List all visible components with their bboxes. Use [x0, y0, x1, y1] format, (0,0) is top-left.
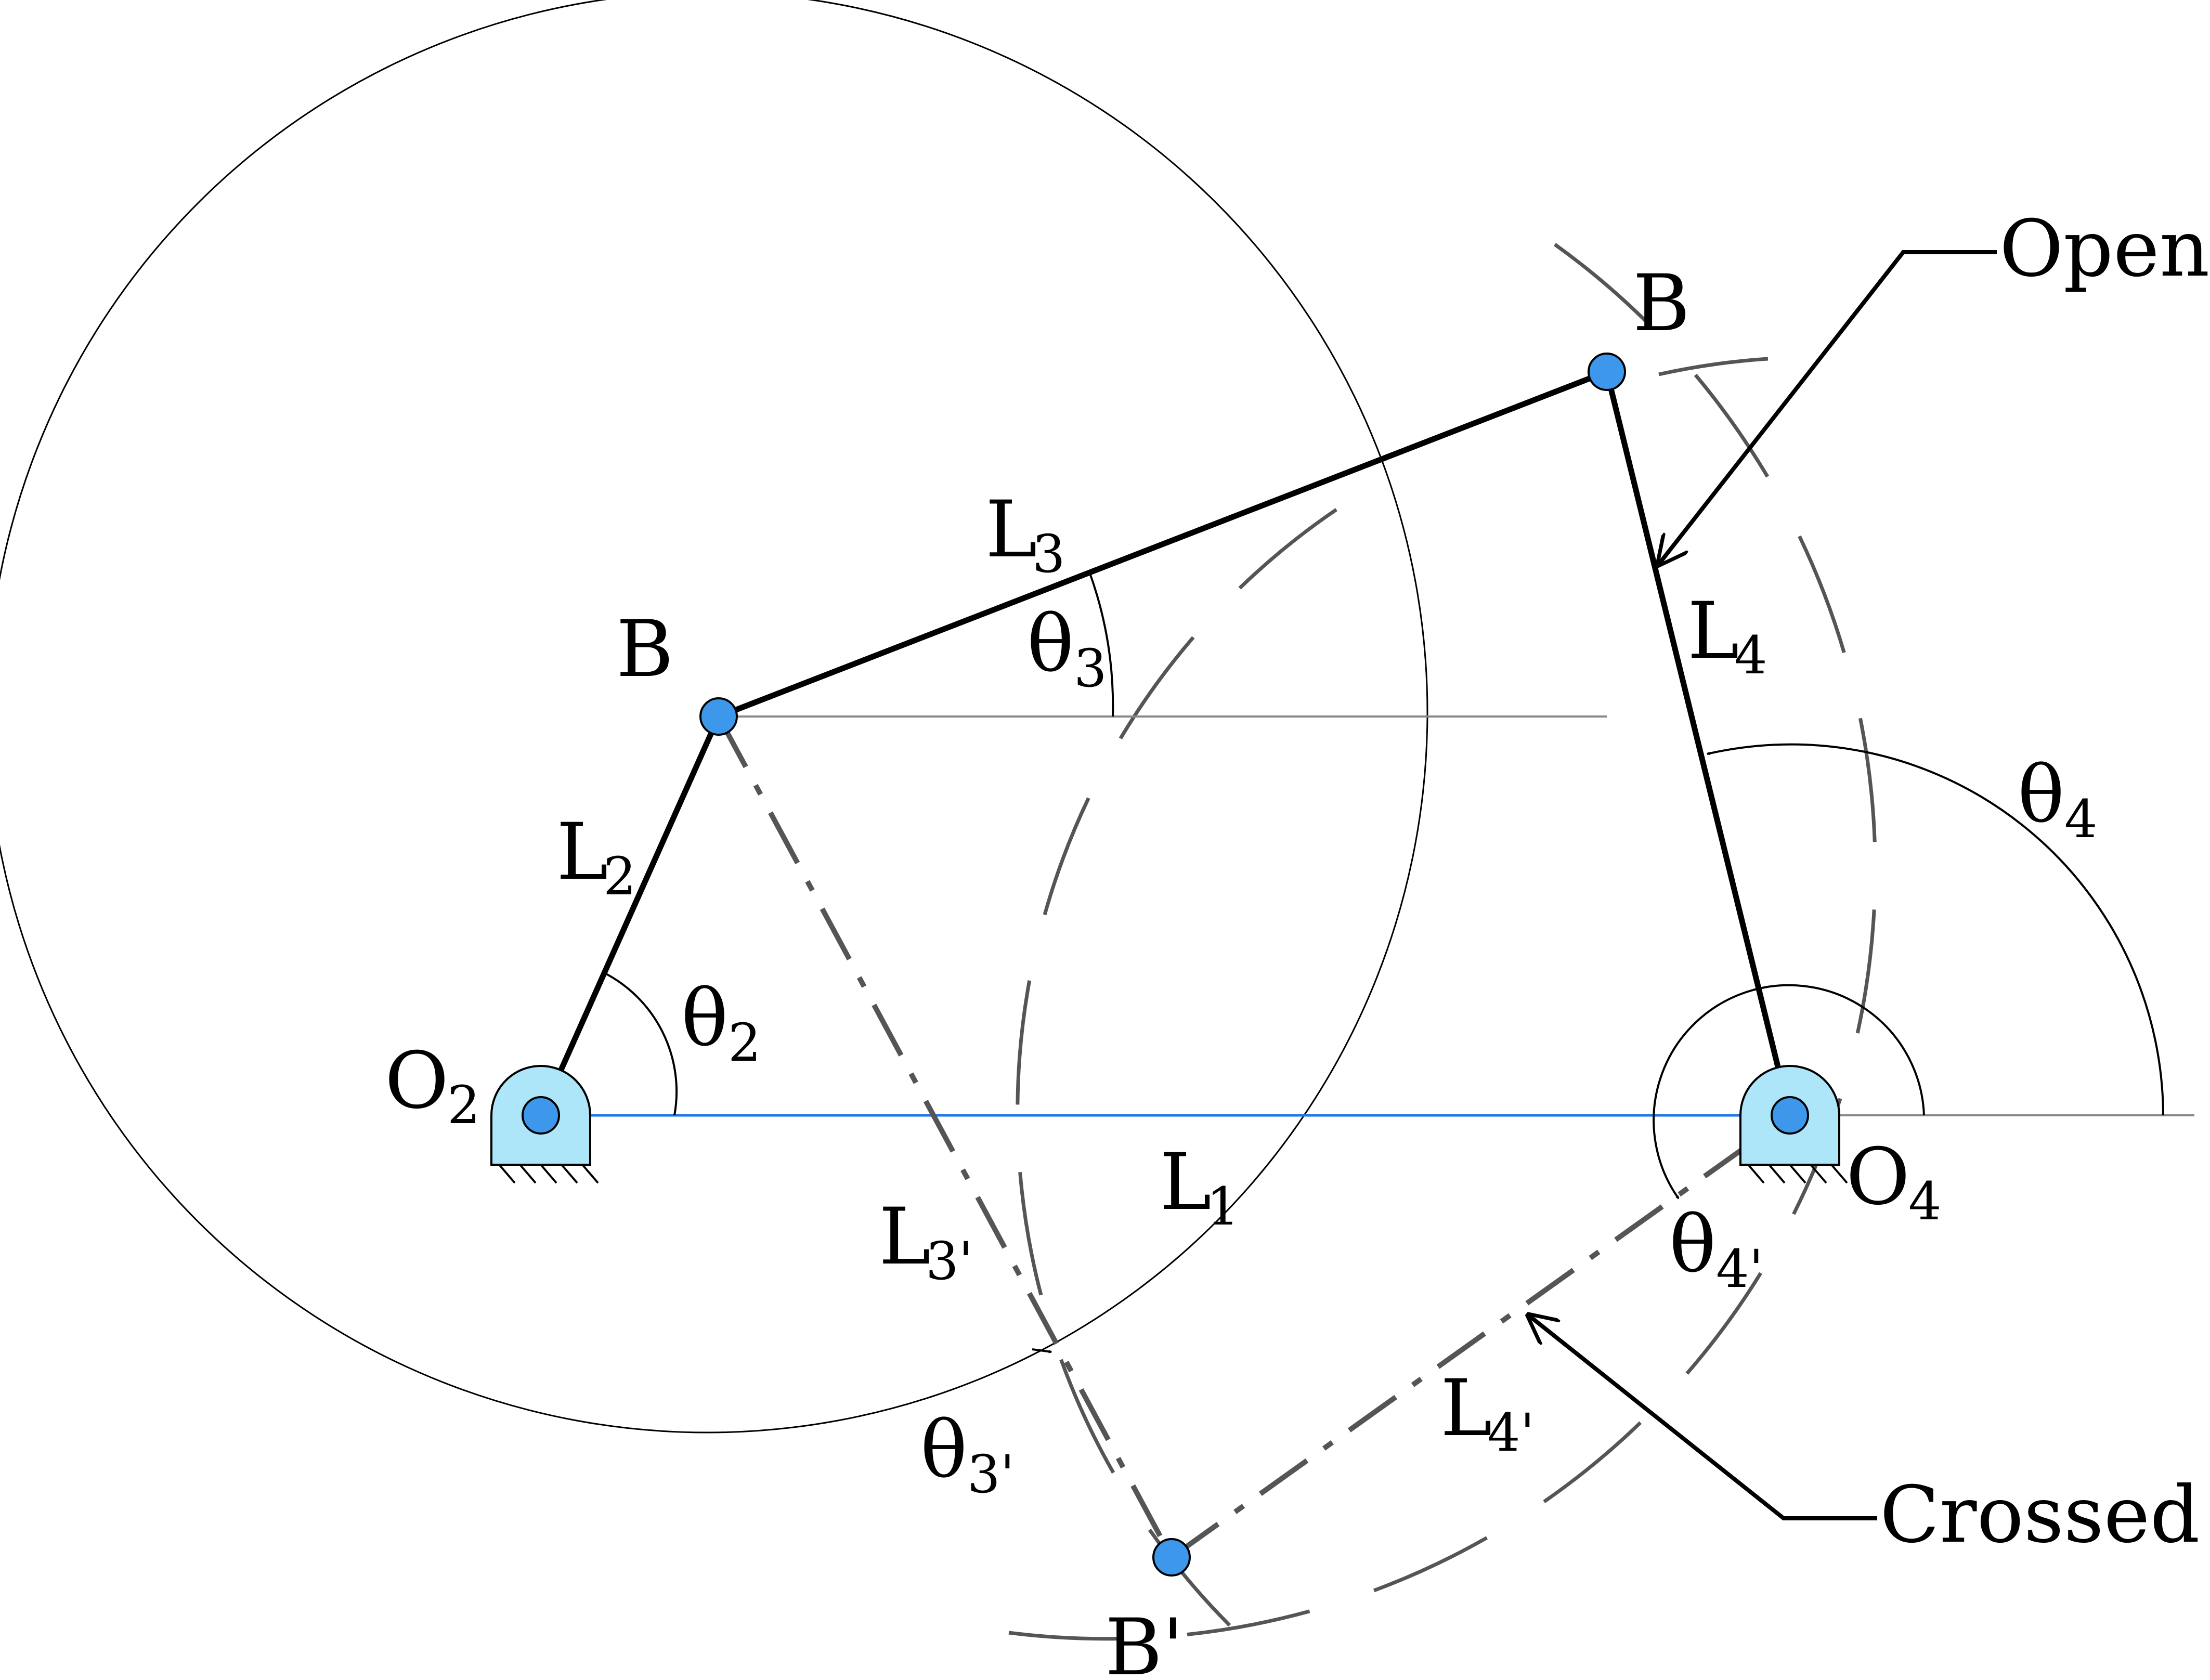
link-l3-coupler — [718, 369, 1608, 720]
svg-text:2: 2 — [728, 1012, 761, 1073]
svg-text:2: 2 — [447, 1075, 480, 1136]
coupler-locus-circle — [0, 0, 1428, 1434]
label-l2: L 2 — [556, 807, 636, 907]
joint-o4 — [1771, 1096, 1809, 1135]
svg-text:θ: θ — [681, 973, 728, 1064]
svg-text:O: O — [385, 1036, 449, 1126]
label-b-mid: B — [616, 604, 673, 695]
callout-crossed-label: Crossed — [1880, 1470, 2200, 1560]
label-theta4-prime: θ 4' — [1669, 1200, 1763, 1299]
label-o4: O 4 — [1846, 1132, 1942, 1232]
label-theta3: θ 3 — [1027, 599, 1107, 699]
angle-arc-theta4 — [1707, 743, 2164, 1116]
svg-text:L: L — [1687, 586, 1739, 676]
link-l4-rocker — [1604, 371, 1793, 1116]
label-l3-prime: L 3' — [879, 1192, 973, 1292]
link-l3-prime-crossed — [716, 715, 1174, 1559]
svg-text:3: 3 — [1032, 524, 1065, 584]
svg-text:L: L — [879, 1192, 931, 1282]
label-l4: L 4 — [1687, 586, 1767, 686]
label-o2: O 2 — [385, 1036, 480, 1136]
svg-text:θ: θ — [2018, 750, 2064, 840]
angle-arc-theta2 — [603, 971, 678, 1116]
svg-text:θ: θ — [1669, 1200, 1716, 1290]
label-b-top: B — [1633, 258, 1690, 349]
svg-text:θ: θ — [920, 1405, 967, 1495]
callout-leader-open — [1659, 250, 1997, 564]
joint-b-mid — [699, 697, 738, 736]
label-l4-prime: L 4' — [1440, 1363, 1535, 1463]
svg-text:O: O — [1846, 1132, 1910, 1222]
label-b-prime: B' — [1105, 1603, 1184, 1680]
svg-text:4': 4' — [1716, 1239, 1763, 1299]
label-theta4: θ 4 — [2018, 750, 2098, 850]
link-l2-crank — [538, 715, 722, 1117]
svg-text:4: 4 — [1734, 625, 1767, 686]
label-l1: L 1 — [1160, 1137, 1240, 1237]
svg-text:1: 1 — [1206, 1176, 1240, 1237]
joint-b-prime — [1152, 1538, 1191, 1577]
svg-text:L: L — [1160, 1137, 1212, 1228]
svg-text:4': 4' — [1487, 1402, 1535, 1463]
callout-leader-crossed — [1529, 1316, 1877, 1520]
svg-text:3': 3' — [967, 1444, 1015, 1505]
construction-arc-b-top — [1658, 357, 1769, 376]
angle-arc-theta3-prime-arrow — [1032, 1348, 1051, 1352]
svg-text:4: 4 — [1908, 1171, 1942, 1232]
angle-arc-theta3 — [1088, 572, 1114, 717]
joint-b-top — [1588, 353, 1626, 391]
angle-arc-theta4-prime — [1653, 984, 1925, 1199]
svg-text:3: 3 — [1074, 638, 1107, 699]
label-l3: L 3 — [985, 485, 1065, 584]
svg-text:θ: θ — [1027, 599, 1074, 689]
link-l4-prime-crossed — [1170, 1113, 1791, 1560]
svg-text:L: L — [1440, 1363, 1492, 1454]
label-theta2: θ 2 — [681, 973, 761, 1073]
svg-text:3': 3' — [926, 1231, 973, 1292]
joint-o2 — [522, 1096, 560, 1135]
svg-text:L: L — [985, 485, 1037, 575]
label-theta3-prime: θ 3' — [920, 1405, 1015, 1505]
svg-text:4: 4 — [2064, 789, 2098, 850]
svg-text:2: 2 — [603, 846, 636, 907]
svg-text:L: L — [556, 807, 608, 897]
construction-arc-left — [1016, 508, 1337, 1645]
callout-open-label: Open — [1999, 204, 2209, 294]
